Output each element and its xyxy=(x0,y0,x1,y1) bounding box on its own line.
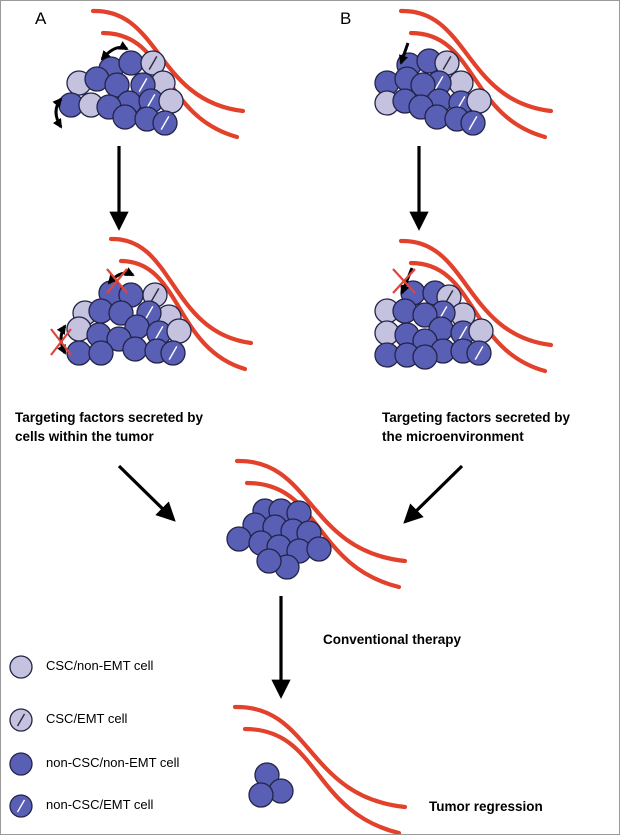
vessels xyxy=(90,8,554,834)
exchange-arrow-top-a1 xyxy=(100,41,129,61)
exchange-arrow-side-a2 xyxy=(56,324,67,355)
caption-right-line2: the microenvironment xyxy=(382,429,524,444)
exchange-arrow-top-a2 xyxy=(107,267,135,285)
vessel-wall-outer xyxy=(108,236,254,346)
caption-left-line1: Targeting factors secreted by xyxy=(15,410,204,425)
legend-label-csc-non-emt: CSC/non-EMT cell xyxy=(46,658,154,673)
cell-noncsc-non-emt xyxy=(248,782,274,808)
cell-noncsc-non-emt xyxy=(118,50,144,76)
cell-noncsc-non-emt xyxy=(108,300,134,326)
vessel-wall-outer xyxy=(398,8,554,114)
cell-noncsc-non-emt xyxy=(412,344,438,370)
vessel-regressed xyxy=(232,704,408,834)
cell-csc-non-emt xyxy=(9,655,33,679)
exchange-arrow-side-a1 xyxy=(52,97,63,129)
arrow-right-to-center xyxy=(403,464,464,524)
legend-label-noncsc-non-emt: non-CSC/non-EMT cell xyxy=(46,755,180,770)
legend-icons xyxy=(9,655,33,818)
cell-csc-non-emt xyxy=(466,88,492,114)
cell-noncsc-non-emt xyxy=(9,752,33,776)
tumor-panel-b-top xyxy=(374,48,492,136)
caption-regression: Tumor regression xyxy=(429,799,543,814)
caption-right-line1: Targeting factors secreted by xyxy=(382,410,571,425)
vessel-wall-outer xyxy=(234,458,408,564)
caption-therapy: Conventional therapy xyxy=(323,632,462,647)
cell-noncsc-emt xyxy=(460,110,486,136)
cell-noncsc-non-emt xyxy=(122,336,148,362)
cell-noncsc-emt xyxy=(152,110,178,136)
vessel-a-bottom xyxy=(108,236,254,372)
tumor-regressed xyxy=(248,762,294,808)
legend-label-csc-emt: CSC/EMT cell xyxy=(46,711,128,726)
tumor-panel-b-bottom xyxy=(374,280,494,370)
cell-csc-non-emt xyxy=(166,318,192,344)
cell-csc-non-emt xyxy=(158,88,184,114)
tumor-panel-a-top xyxy=(58,50,184,136)
tumor-center xyxy=(226,498,332,580)
cell-csc-emt xyxy=(9,708,33,732)
vessel-wall-inner xyxy=(408,30,548,140)
caption-left-line2: cells within the tumor xyxy=(15,429,154,444)
vessel-wall-inner xyxy=(118,258,248,372)
cell-noncsc-non-emt xyxy=(256,548,282,574)
block-x-icon xyxy=(392,268,416,294)
block-x-icon xyxy=(106,268,128,294)
vessel-b-top xyxy=(398,8,554,140)
cell-noncsc-emt xyxy=(466,340,492,366)
cell-noncsc-non-emt xyxy=(412,302,438,328)
cell-noncsc-emt xyxy=(160,340,186,366)
cell-noncsc-non-emt xyxy=(226,526,252,552)
cell-csc-emt xyxy=(140,50,166,76)
legend-label-noncsc-emt: non-CSC/EMT cell xyxy=(46,797,154,812)
arrow-left-to-center xyxy=(117,464,176,522)
tumor-panel-a-bottom xyxy=(66,280,192,366)
cell-noncsc-non-emt xyxy=(306,536,332,562)
signal-arrow-b1 xyxy=(399,42,410,65)
vessel-wall-outer xyxy=(398,238,554,348)
cell-noncsc-non-emt xyxy=(104,72,130,98)
panel-label-a: A xyxy=(35,9,47,28)
cell-noncsc-non-emt xyxy=(112,104,138,130)
cell-noncsc-emt xyxy=(9,794,33,818)
cell-noncsc-non-emt xyxy=(88,340,114,366)
cell-csc-non-emt xyxy=(468,318,494,344)
vessel-wall-inner xyxy=(242,726,402,834)
caption-right: Targeting factors secreted by the microe… xyxy=(382,408,570,446)
signal-arrow-b2 xyxy=(400,267,414,295)
vessel-wall-outer xyxy=(232,704,408,810)
caption-left: Targeting factors secreted by cells with… xyxy=(15,408,203,446)
panel-label-b: B xyxy=(340,9,352,28)
block-x-icon xyxy=(50,328,72,356)
